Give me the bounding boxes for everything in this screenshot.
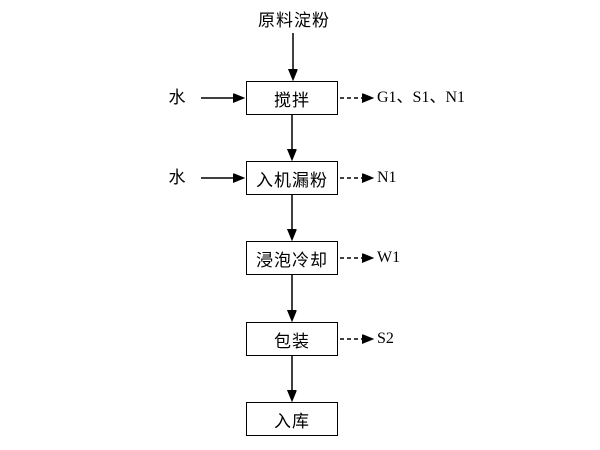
output-code-label-1: G1、S1、N1 <box>377 89 466 106</box>
process-box-packaging: 包装 <box>246 322 338 356</box>
process-box-extruding: 入机漏粉 <box>246 161 338 195</box>
process-box-soaking-cooling: 浸泡冷却 <box>246 241 338 275</box>
process-box-warehousing: 入库 <box>246 402 338 436</box>
water-input-label-2: 水 <box>168 168 186 187</box>
output-code-label-3: W1 <box>377 249 401 266</box>
output-code-label-4: S2 <box>377 330 394 347</box>
output-code-label-2: N1 <box>377 169 397 186</box>
process-box-mixing: 搅拌 <box>246 81 338 115</box>
water-input-label-1: 水 <box>168 88 186 107</box>
source-material-label: 原料淀粉 <box>258 11 330 30</box>
